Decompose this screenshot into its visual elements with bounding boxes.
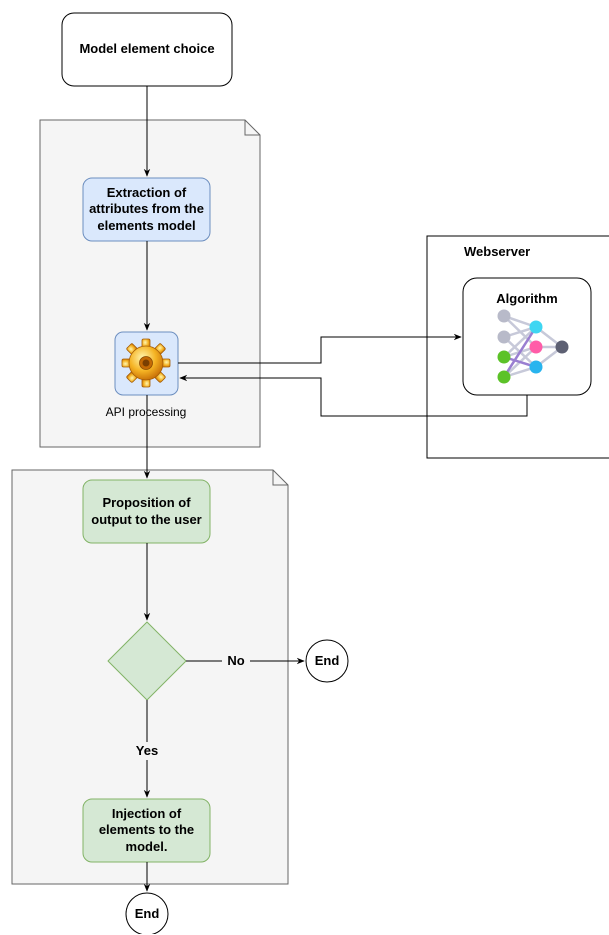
algorithm-title: Algorithm (496, 291, 558, 306)
gear-icon (121, 338, 171, 388)
end-circle-right (305, 639, 349, 683)
yes-edge-label: Yes (135, 742, 159, 758)
api-processing-label: API processing (105, 405, 187, 419)
edge-api-algorithm (178, 333, 462, 364)
start-label: Model element choice (79, 41, 215, 57)
neural-network-icon (497, 309, 569, 384)
proposition-label: Proposition of output to the user (91, 495, 202, 527)
upper-panel-fold (244, 120, 260, 136)
end-bottom-label: End (134, 905, 160, 921)
end-right-label: End (314, 652, 340, 668)
no-edge-label: No (227, 652, 245, 668)
injection-label: Injection of elements to the model. (98, 806, 195, 854)
yes-label-bg (131, 742, 163, 760)
lower-panel-fold (272, 470, 288, 486)
end-circle-bottom (125, 892, 169, 934)
webserver-title: Webserver (464, 244, 531, 259)
upper-panel (39, 119, 261, 448)
extraction-label: Extraction of attributes from the elemen… (89, 185, 204, 233)
edge-algorithm-api (179, 374, 528, 417)
no-label-bg (222, 652, 250, 670)
